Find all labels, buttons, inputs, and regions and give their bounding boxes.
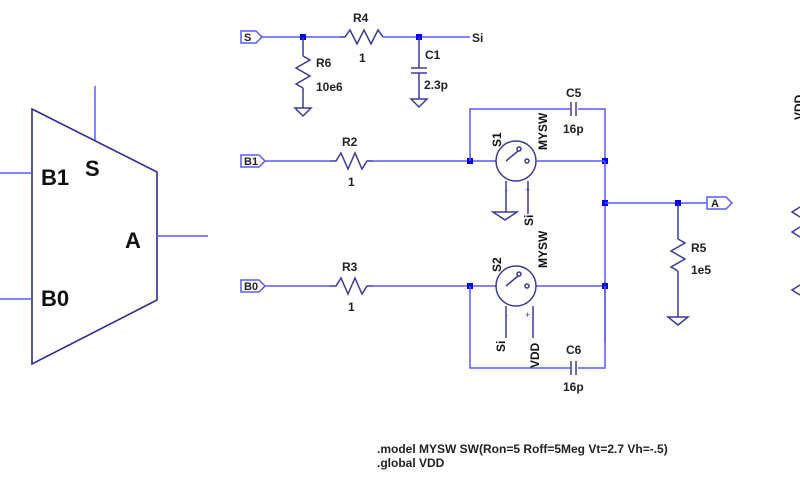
wire bbox=[578, 286, 606, 369]
s2-plus: + bbox=[525, 310, 530, 320]
flag-b1-shape bbox=[240, 154, 267, 168]
net-label-si: Si bbox=[472, 31, 483, 45]
partial-flag bbox=[790, 206, 800, 218]
s1-minus: - bbox=[505, 185, 508, 195]
capacitor-c1[interactable]: C1 2.3p bbox=[411, 48, 448, 92]
r2-value: 1 bbox=[348, 175, 355, 189]
switch-arm bbox=[505, 150, 519, 162]
resistor-r2[interactable]: R2 1 bbox=[330, 135, 373, 189]
spice-directive-model[interactable]: .model MYSW SW(Ron=5 Roff=5Meg Vt=2.7 Vh… bbox=[377, 442, 668, 456]
flag-b0-shape bbox=[240, 279, 267, 293]
resistor-icon bbox=[330, 276, 373, 296]
r5-name: R5 bbox=[691, 241, 707, 255]
resistor-r4[interactable]: R4 1 bbox=[340, 11, 384, 65]
flag-s[interactable]: S bbox=[240, 30, 264, 44]
resistor-icon bbox=[669, 238, 687, 272]
s2-ctrl-plus-net: VDD bbox=[528, 342, 542, 368]
r6-value: 10e6 bbox=[316, 80, 343, 94]
r6-name: R6 bbox=[316, 56, 332, 70]
c5-name: C5 bbox=[566, 86, 582, 100]
s1-plus: + bbox=[525, 185, 530, 195]
s2-model: MYSW bbox=[536, 230, 550, 268]
mux-symbol[interactable]: S B1 B0 A bbox=[0, 86, 208, 366]
flag-a-label: A bbox=[711, 198, 719, 210]
flag-b0-label: B0 bbox=[244, 281, 258, 293]
r4-value: 1 bbox=[359, 51, 366, 65]
wire bbox=[578, 108, 606, 161]
wire bbox=[469, 108, 570, 161]
resistor-r5[interactable]: R5 1e5 bbox=[669, 238, 711, 277]
ground-icon bbox=[293, 107, 313, 118]
capacitor-c6[interactable]: C6 16p bbox=[563, 343, 584, 394]
ground-icon bbox=[665, 316, 691, 326]
mux-pin-b1: B1 bbox=[41, 165, 69, 190]
r2-name: R2 bbox=[342, 135, 358, 149]
flag-b1[interactable]: B1 bbox=[240, 154, 267, 168]
flag-s-shape bbox=[240, 30, 264, 44]
resistor-icon bbox=[340, 28, 384, 46]
r3-value: 1 bbox=[348, 300, 355, 314]
resistor-r3[interactable]: R3 1 bbox=[330, 260, 373, 314]
flag-s-label: S bbox=[244, 32, 251, 44]
c5-value: 16p bbox=[563, 122, 584, 136]
partial-flag bbox=[790, 226, 800, 238]
switch-contact bbox=[516, 146, 522, 152]
mux-pin-a: A bbox=[125, 228, 141, 253]
s1-model: MYSW bbox=[536, 112, 550, 150]
wire bbox=[469, 286, 570, 369]
switch-s2[interactable]: - + S2 MYSW Si VDD bbox=[490, 230, 550, 368]
capacitor-c5[interactable]: C5 16p bbox=[563, 86, 584, 136]
mux-pin-b0: B0 bbox=[41, 286, 69, 311]
resistor-icon bbox=[294, 55, 312, 89]
c6-name: C6 bbox=[566, 343, 582, 357]
mux-body bbox=[31, 107, 158, 366]
edge-partial-label: VDD bbox=[792, 94, 800, 120]
r3-name: R3 bbox=[342, 260, 358, 274]
s2-ctrl-minus-net: Si bbox=[494, 341, 508, 352]
switch-body bbox=[495, 265, 537, 307]
ground-icon bbox=[409, 98, 429, 109]
ground-icon bbox=[490, 211, 520, 221]
switch-arm bbox=[505, 275, 519, 287]
c6-value: 16p bbox=[563, 380, 584, 394]
flag-a[interactable]: A bbox=[706, 196, 734, 210]
mux-pin-s: S bbox=[85, 156, 100, 181]
switch-contact bbox=[524, 158, 530, 164]
flag-b0[interactable]: B0 bbox=[240, 279, 267, 293]
resistor-r6[interactable]: R6 10e6 bbox=[294, 55, 343, 94]
c1-value: 2.3p bbox=[424, 78, 448, 92]
partial-flag bbox=[790, 284, 800, 296]
r4-name: R4 bbox=[353, 11, 369, 25]
r5-value: 1e5 bbox=[691, 263, 711, 277]
resistor-icon bbox=[330, 151, 373, 171]
s2-name: S2 bbox=[490, 257, 504, 272]
switch-s1[interactable]: - + S1 MYSW Si bbox=[490, 112, 550, 226]
c1-name: C1 bbox=[425, 48, 441, 62]
switch-contact bbox=[516, 271, 522, 277]
s1-ctrl-net: Si bbox=[522, 215, 536, 226]
s2-minus: - bbox=[505, 310, 508, 320]
spice-directive-global[interactable]: .global VDD bbox=[377, 456, 445, 470]
flag-b1-label: B1 bbox=[244, 156, 258, 168]
switch-contact bbox=[524, 283, 530, 289]
flag-a-shape bbox=[706, 196, 734, 210]
s1-name: S1 bbox=[490, 132, 504, 147]
